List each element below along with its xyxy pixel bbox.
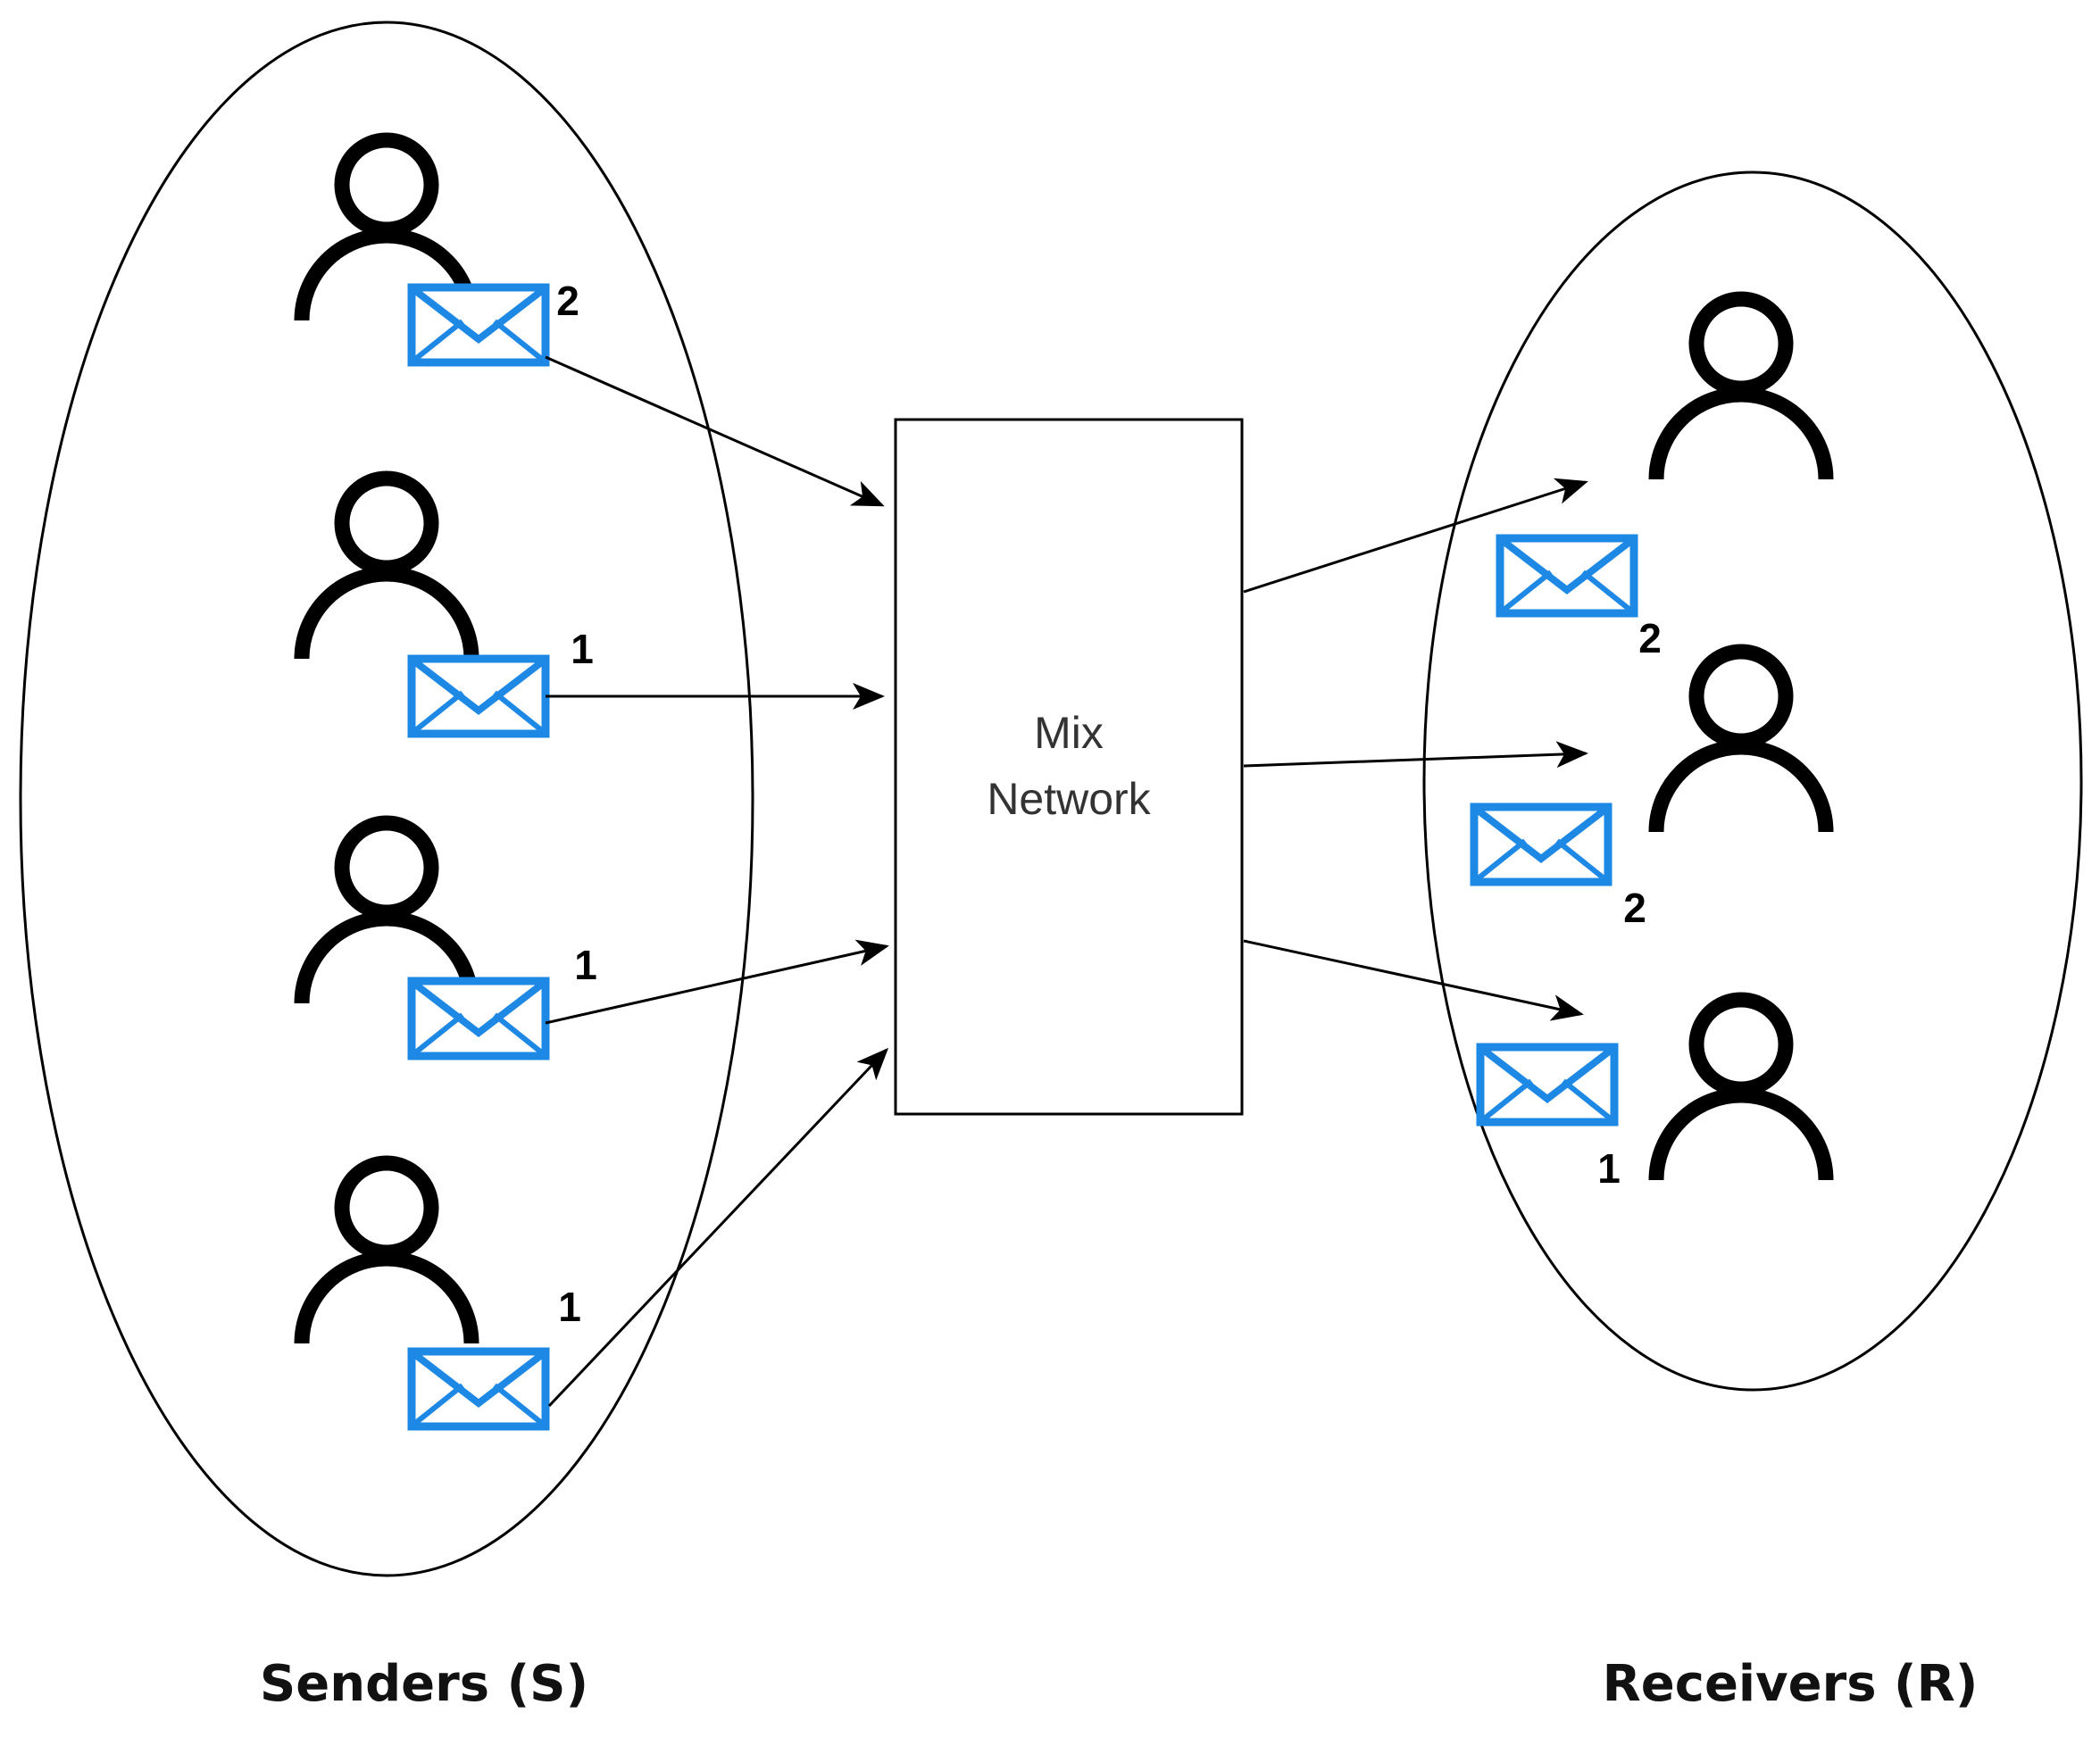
- receiver-3: 1: [1480, 1000, 1826, 1192]
- sender-1: 2: [302, 140, 579, 362]
- envelope-icon: [412, 287, 546, 362]
- receivers-caption: Receivers (R): [1603, 1655, 1979, 1713]
- arrow-sender-4-to-mix: [547, 1047, 889, 1408]
- envelope-icon: [412, 981, 546, 1056]
- mix-network-box: [894, 418, 1244, 1116]
- mix-network-label-line1: Mix: [1034, 708, 1104, 758]
- person-icon: [1656, 652, 1826, 832]
- arrow-sender-3-to-mix: [545, 939, 889, 1025]
- senders-group-ellipse: [19, 21, 754, 1577]
- envelope-icon: [1474, 807, 1608, 882]
- sender-2-message-label: 1: [571, 626, 594, 672]
- sender-2: 1: [302, 478, 594, 734]
- envelope-icon: [412, 659, 546, 734]
- arrow-sender-1-to-mix: [545, 355, 885, 507]
- mix-network-label-line2: Network: [987, 774, 1151, 824]
- sender-4-message-label: 1: [558, 1284, 581, 1330]
- person-icon: [302, 478, 471, 659]
- person-icon: [1656, 1000, 1826, 1180]
- receiver-3-message-label: 1: [1597, 1145, 1621, 1192]
- sender-3-message-label: 1: [574, 942, 597, 988]
- arrow-mix-to-receiver-3: [1243, 939, 1584, 1021]
- receiver-2: 2: [1474, 652, 1826, 931]
- sender-4: 1: [302, 1163, 581, 1426]
- arrow-mix-to-receiver-1: [1243, 478, 1588, 594]
- sender-1-message-label: 2: [556, 278, 579, 324]
- senders-caption: Senders (S): [260, 1655, 588, 1713]
- person-icon: [1656, 299, 1826, 479]
- envelope-icon: [412, 1351, 546, 1426]
- receiver-1-message-label: 2: [1638, 615, 1662, 661]
- envelope-icon: [1480, 1047, 1614, 1122]
- sender-3: 1: [302, 823, 597, 1056]
- receiver-1: 2: [1500, 299, 1826, 661]
- receivers-group-ellipse: [1422, 170, 2083, 1392]
- arrow-mix-to-receiver-2: [1243, 741, 1588, 769]
- receiver-2-message-label: 2: [1623, 885, 1646, 931]
- envelope-icon: [1500, 538, 1634, 613]
- person-icon: [302, 823, 471, 1003]
- person-icon: [302, 1163, 471, 1343]
